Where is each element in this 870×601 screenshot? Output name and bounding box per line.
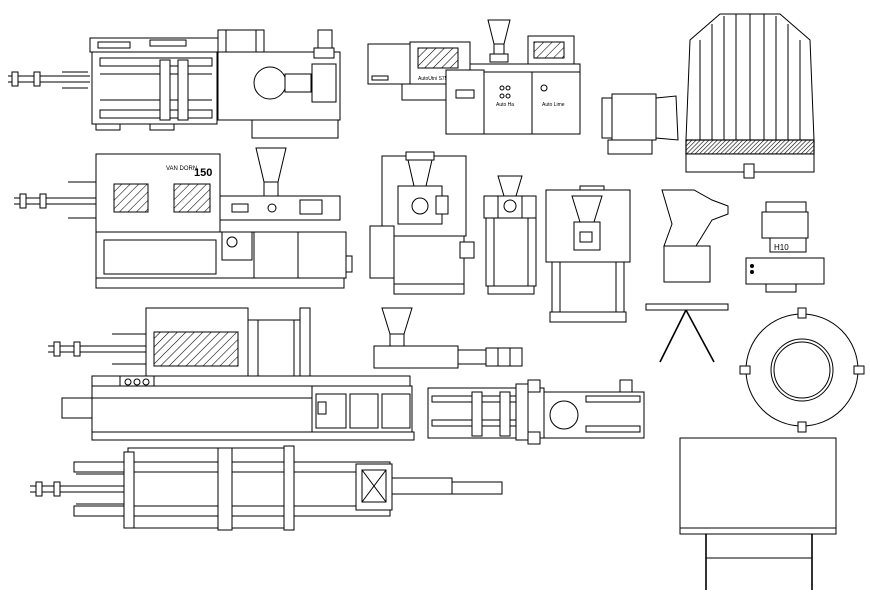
ctrl-label-right: Auto Lime [542,102,565,108]
ctrl-label-left: Auto Ha [496,102,514,108]
vertical-injection-unit-b [483,175,537,295]
chiller-unit [601,93,679,155]
work-table [679,437,837,590]
tripod-stand [645,303,729,363]
vertical-injection-unit-a [369,151,475,295]
injection-machine-plan-view [30,445,503,531]
vertical-clamp-unit [545,185,631,323]
injection-machine-top-left [8,29,341,139]
ring-flange [739,307,865,433]
hopper-dryer: H10 [745,201,825,293]
vandorn-brand-label: VAN DORN [166,166,197,172]
large-injection-machine [48,307,523,441]
vandorn-150-machine: VAN DORN 150 [14,147,353,289]
cooling-tower [685,13,815,179]
granulator [661,189,729,283]
dryer-label: H10 [774,243,789,252]
clamp-unit-top-view [427,379,645,445]
small-injection-machine: AutoUtni S75 Auto Ha Auto Lime [367,19,581,135]
vandorn-model-label: 150 [194,167,212,179]
brand-label-top: AutoUtni S75 [418,76,448,82]
